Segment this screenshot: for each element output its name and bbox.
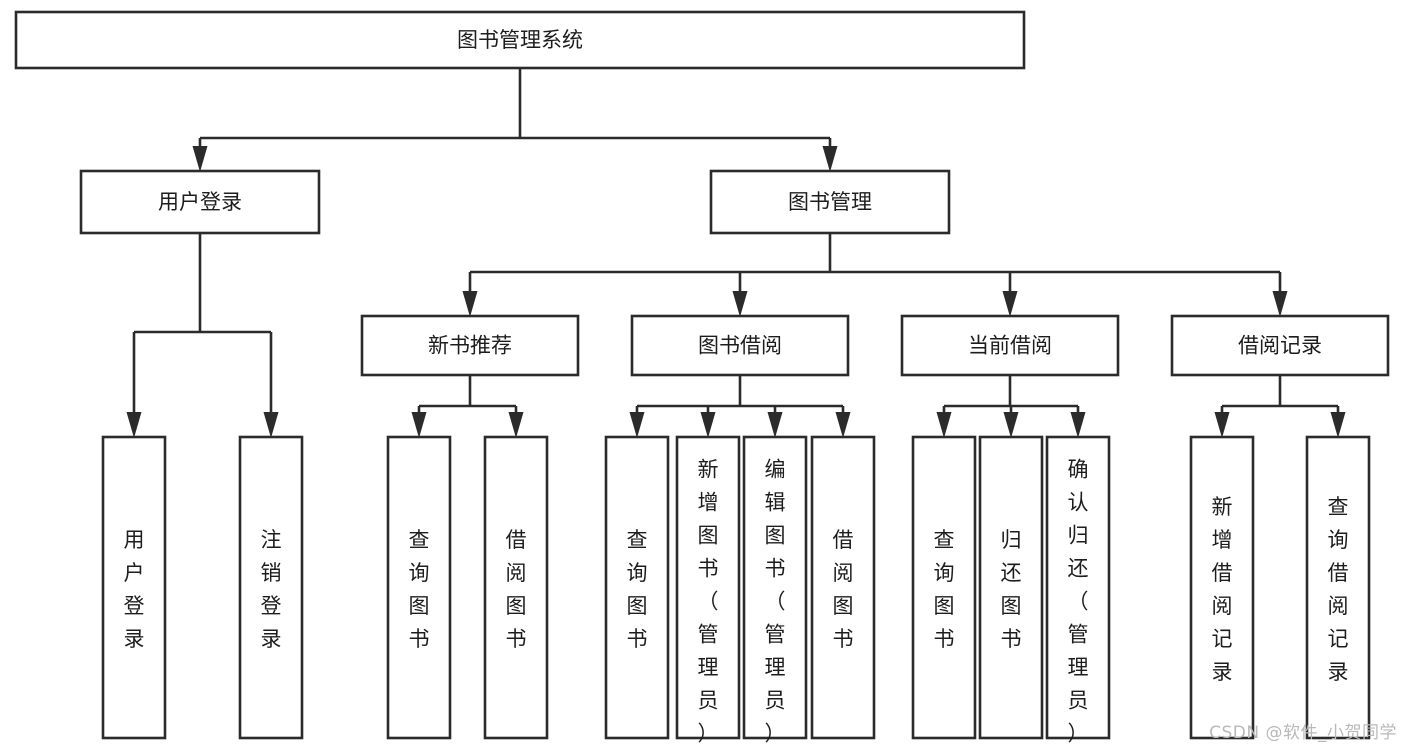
node-box[interactable] xyxy=(79,169,321,235)
node-box[interactable] xyxy=(630,314,850,377)
node-label: 查询图书 xyxy=(934,528,955,651)
arrow-head-icon xyxy=(508,412,524,438)
node-leaf_5[interactable]: 新增图书（管理员） xyxy=(675,435,741,746)
node-box[interactable] xyxy=(742,435,808,740)
node-label: 查询借阅记录 xyxy=(1328,495,1349,684)
arrow-head-icon xyxy=(1070,412,1086,438)
node-box[interactable] xyxy=(900,314,1120,377)
node-label: 图书管理 xyxy=(788,190,872,214)
arrow-head-icon xyxy=(767,412,783,438)
node-l3_1[interactable]: 图书借阅 xyxy=(630,314,850,377)
arrow-head-icon xyxy=(1003,412,1019,438)
arrow-head-icon xyxy=(1214,412,1230,438)
node-box[interactable] xyxy=(14,10,1026,70)
node-leaf_0[interactable]: 用户登录 xyxy=(101,435,167,740)
node-label: 当前借阅 xyxy=(968,334,1052,358)
node-label: 用户登录 xyxy=(158,190,242,214)
node-box[interactable] xyxy=(978,435,1044,740)
arrow-head-icon xyxy=(126,412,142,438)
node-box[interactable] xyxy=(709,169,951,235)
node-leaf_4[interactable]: 查询图书 xyxy=(604,435,670,740)
node-box[interactable] xyxy=(238,435,304,740)
node-box[interactable] xyxy=(1170,314,1390,377)
watermark-label: CSDN @软件_小贺同学 xyxy=(1209,723,1397,743)
arrow-head-icon xyxy=(629,412,645,438)
node-l3_3[interactable]: 借阅记录 xyxy=(1170,314,1390,377)
node-label: 图书借阅 xyxy=(698,334,782,358)
node-leaf_12[interactable]: 查询借阅记录 xyxy=(1305,435,1371,740)
node-box[interactable] xyxy=(675,435,741,740)
arrow-head-icon xyxy=(936,412,952,438)
node-box[interactable] xyxy=(1045,435,1111,740)
node-l2_1[interactable]: 图书管理 xyxy=(709,169,951,235)
arrow-head-icon xyxy=(1330,412,1346,438)
arrow-head-icon xyxy=(263,412,279,438)
node-leaf_11[interactable]: 新增借阅记录 xyxy=(1189,435,1255,740)
node-l3_0[interactable]: 新书推荐 xyxy=(360,314,580,377)
arrow-head-icon xyxy=(1002,291,1018,317)
connector-layer xyxy=(126,68,1346,438)
connector-group-l2_0 xyxy=(126,233,279,438)
node-label: 新书推荐 xyxy=(428,334,512,358)
node-box[interactable] xyxy=(604,435,670,740)
node-box[interactable] xyxy=(483,435,549,740)
node-label: 新增借阅记录 xyxy=(1212,495,1233,684)
node-label: 确认归还（管理员） xyxy=(1068,458,1089,746)
node-label: 用户登录 xyxy=(124,528,145,651)
arrow-head-icon xyxy=(700,412,716,438)
connector-group-root xyxy=(192,68,838,172)
connector-group-l3_0 xyxy=(411,375,524,438)
node-box[interactable] xyxy=(810,435,876,740)
node-leaf_3[interactable]: 借阅图书 xyxy=(483,435,549,740)
arrow-head-icon xyxy=(732,291,748,317)
arrow-head-icon xyxy=(462,291,478,317)
node-label: 注销登录 xyxy=(261,528,282,651)
node-leaf_6[interactable]: 编辑图书（管理员） xyxy=(742,435,808,746)
node-box[interactable] xyxy=(360,314,580,377)
node-label: 归还图书 xyxy=(1001,528,1022,651)
node-l2_0[interactable]: 用户登录 xyxy=(79,169,321,235)
node-box[interactable] xyxy=(911,435,977,740)
node-box[interactable] xyxy=(101,435,167,740)
node-l3_2[interactable]: 当前借阅 xyxy=(900,314,1120,377)
node-label: 借阅图书 xyxy=(833,528,854,651)
arrow-head-icon xyxy=(835,412,851,438)
node-box[interactable] xyxy=(386,435,452,740)
arrow-head-icon xyxy=(1272,291,1288,317)
arrow-head-icon xyxy=(411,412,427,438)
connector-group-l2_1 xyxy=(462,233,1288,317)
node-label: 查询图书 xyxy=(627,528,648,651)
node-leaf_10[interactable]: 确认归还（管理员） xyxy=(1045,435,1111,746)
node-label: 借阅图书 xyxy=(506,528,527,651)
node-root[interactable]: 图书管理系统 xyxy=(14,10,1026,70)
connector-group-l3_1 xyxy=(629,375,851,438)
arrow-head-icon xyxy=(192,146,208,172)
node-box[interactable] xyxy=(1305,435,1371,740)
node-layer: 图书管理系统用户登录图书管理新书推荐图书借阅当前借阅借阅记录用户登录注销登录查询… xyxy=(14,10,1390,746)
node-label: 查询图书 xyxy=(409,528,430,651)
connector-group-l3_2 xyxy=(936,375,1086,438)
node-leaf_2[interactable]: 查询图书 xyxy=(386,435,452,740)
node-label: 编辑图书（管理员） xyxy=(765,458,786,746)
node-label: 借阅记录 xyxy=(1238,334,1322,358)
node-box[interactable] xyxy=(1189,435,1255,740)
node-label: 图书管理系统 xyxy=(457,28,583,52)
connector-group-l3_3 xyxy=(1214,375,1346,438)
node-leaf_1[interactable]: 注销登录 xyxy=(238,435,304,740)
node-leaf_9[interactable]: 归还图书 xyxy=(978,435,1044,740)
node-leaf_8[interactable]: 查询图书 xyxy=(911,435,977,740)
node-leaf_7[interactable]: 借阅图书 xyxy=(810,435,876,740)
arrow-head-icon xyxy=(822,146,838,172)
node-label: 新增图书（管理员） xyxy=(698,458,719,746)
